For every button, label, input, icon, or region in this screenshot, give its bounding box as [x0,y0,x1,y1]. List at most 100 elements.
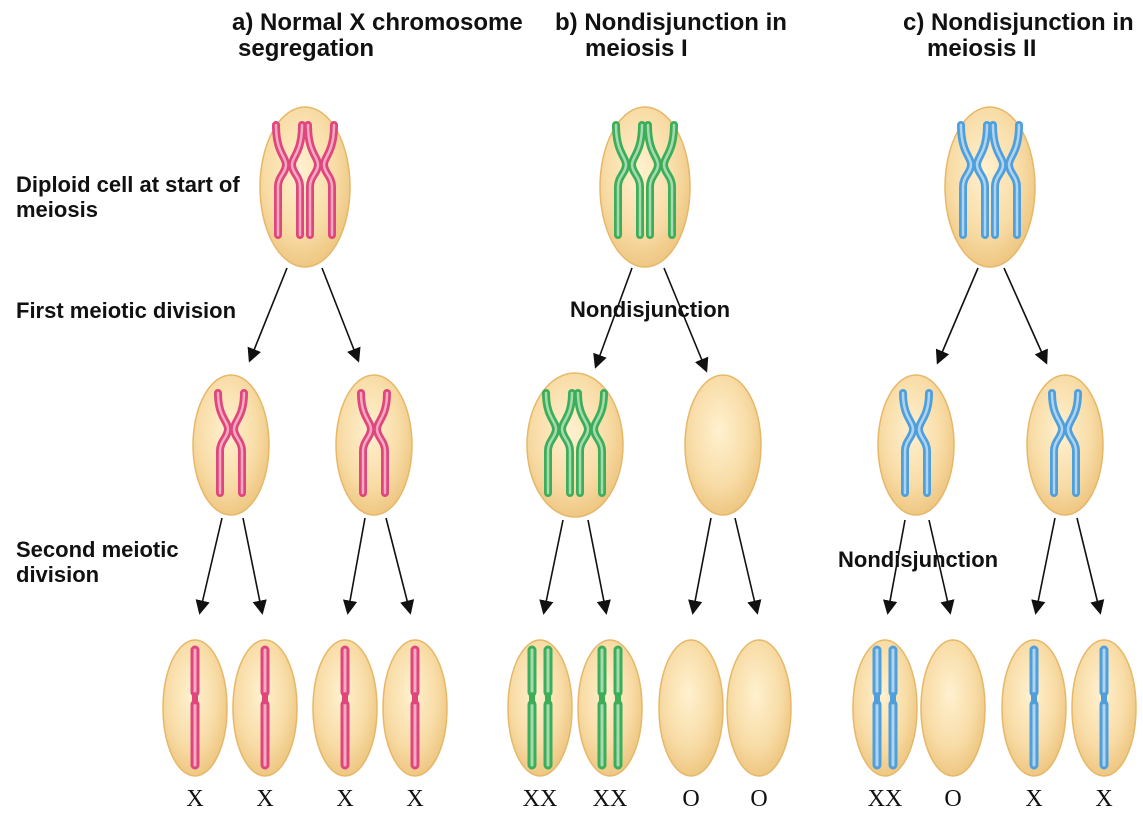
chromosome-gamete-a4-centromere [412,692,418,704]
gamete-label-c4: X [1074,786,1134,813]
cell-c-diploid [945,107,1035,267]
arrow-a-root-left [250,268,287,360]
gamete-cell-c1-membrane [853,640,917,776]
nondisjunction-label-meiosis1: Nondisjunction [570,297,730,323]
arrow-c-root-left [938,268,978,362]
gamete-cell-a3 [313,640,377,776]
chromosome-gamete-b2-left [599,650,605,765]
cell-b-division1-left [527,373,623,517]
cell-c-division1-right [1027,375,1103,515]
cell-a-diploid [260,107,350,267]
gamete-label-c1: XX [855,786,915,813]
cell-a-division1-left [193,375,269,515]
column-a-title-line2: segregation [232,36,523,62]
chromosome-gamete-c1-right [890,650,896,765]
arrow-a-r-right [386,518,410,612]
cell-a-division1-right [336,375,412,515]
cell-b-diploid [600,107,690,267]
gamete-cell-b1-membrane [508,640,572,776]
cell-a-division1-right-membrane [336,375,412,515]
gamete-label-b3: O [661,786,721,813]
gamete-label-a1: X [165,786,225,813]
chromosome-gamete-a1-centromere [192,692,198,704]
row-label-diploid-line1: Diploid cell at start of [16,172,240,197]
chromosome-gamete-b1-left [529,650,535,765]
chromosome-gamete-c3-centromere [1031,692,1037,704]
row-label-diploid: Diploid cell at start of meiosis [16,172,240,222]
chromosome-gamete-b2-right [615,650,621,765]
column-c-title-line1: c) Nondisjunction in [903,10,1134,36]
column-c-title-line2: meiosis II [903,36,1134,62]
gamete-cell-b3-empty-membrane [659,640,723,776]
chromosome-gamete-b1-right-centromere [545,692,551,704]
cell-b-division1-right-empty-membrane [685,375,761,515]
arrow-b-l-right [588,520,606,612]
chromosome-gamete-b1-left-centromere [529,692,535,704]
chromosome-gamete-a4 [412,650,418,765]
gamete-cell-c3 [1002,640,1066,776]
gamete-cell-c2-empty-membrane [921,640,985,776]
chromosome-gamete-b2-right-centromere [615,692,621,704]
row-label-second-line2: division [16,562,179,587]
chromosome-gamete-c4-centromere [1101,692,1107,704]
gamete-cell-b4-empty-membrane [727,640,791,776]
cell-b-division1-right-empty [685,375,761,515]
gamete-label-a3: X [315,786,375,813]
cell-a-division1-left-membrane [193,375,269,515]
arrow-b-r-left [693,518,711,612]
chromosome-gamete-a3 [342,650,348,765]
gamete-label-b1: XX [510,786,570,813]
gamete-cell-a4 [383,640,447,776]
cell-c-division1-left [878,375,954,515]
gamete-label-a4: X [385,786,445,813]
chromosome-gamete-c1-left [874,650,880,765]
row-label-first-division: First meiotic division [16,298,236,323]
column-b-title: b) Nondisjunction in meiosis I [555,10,787,62]
chromosome-gamete-c3 [1031,650,1037,765]
chromosome-gamete-c4 [1101,650,1107,765]
arrow-a-root-right [322,268,358,360]
column-c-title: c) Nondisjunction in meiosis II [903,10,1134,62]
gamete-label-b2: XX [580,786,640,813]
arrow-a-l-left [200,518,222,612]
gamete-label-c2: O [923,786,983,813]
chromosome-gamete-a3-centromere [342,692,348,704]
gamete-cell-b3-empty [659,640,723,776]
column-b-title-line2: meiosis I [555,36,787,62]
gamete-cell-b1 [508,640,572,776]
gamete-cell-c2-empty [921,640,985,776]
gamete-label-b4: O [729,786,789,813]
row-label-second-line1: Second meiotic [16,537,179,562]
nondisjunction-label-meiosis2: Nondisjunction [838,547,998,573]
cell-c-division1-right-membrane [1027,375,1103,515]
arrow-b-l-left [544,520,563,612]
column-a-title-line1: a) Normal X chromosome [232,10,523,36]
gamete-label-a2: X [235,786,295,813]
gamete-cell-c4 [1072,640,1136,776]
cell-c-division1-left-membrane [878,375,954,515]
row-label-diploid-line2: meiosis [16,197,240,222]
arrow-c-r-left [1036,518,1055,612]
column-b-title-line1: b) Nondisjunction in [555,10,787,36]
gamete-cell-c1 [853,640,917,776]
row-label-second-division: Second meiotic division [16,537,179,587]
gamete-cell-a2 [233,640,297,776]
arrow-a-r-left [348,518,365,612]
gamete-cell-b2 [578,640,642,776]
gamete-label-c3: X [1004,786,1064,813]
cells-layer [163,107,1136,776]
gamete-cell-b4-empty [727,640,791,776]
gamete-cell-b2-membrane [578,640,642,776]
chromosome-gamete-b1-right [545,650,551,765]
chromosome-gamete-c1-right-centromere [890,692,896,704]
chromosome-gamete-b2-left-centromere [599,692,605,704]
chromosome-gamete-a2-centromere [262,692,268,704]
chromosome-gamete-a1 [192,650,198,765]
arrow-c-root-right [1004,268,1046,362]
gamete-cell-a1 [163,640,227,776]
chromosome-gamete-c1-left-centromere [874,692,880,704]
arrow-b-r-right [735,518,757,612]
column-a-title: a) Normal X chromosome segregation [232,10,523,62]
